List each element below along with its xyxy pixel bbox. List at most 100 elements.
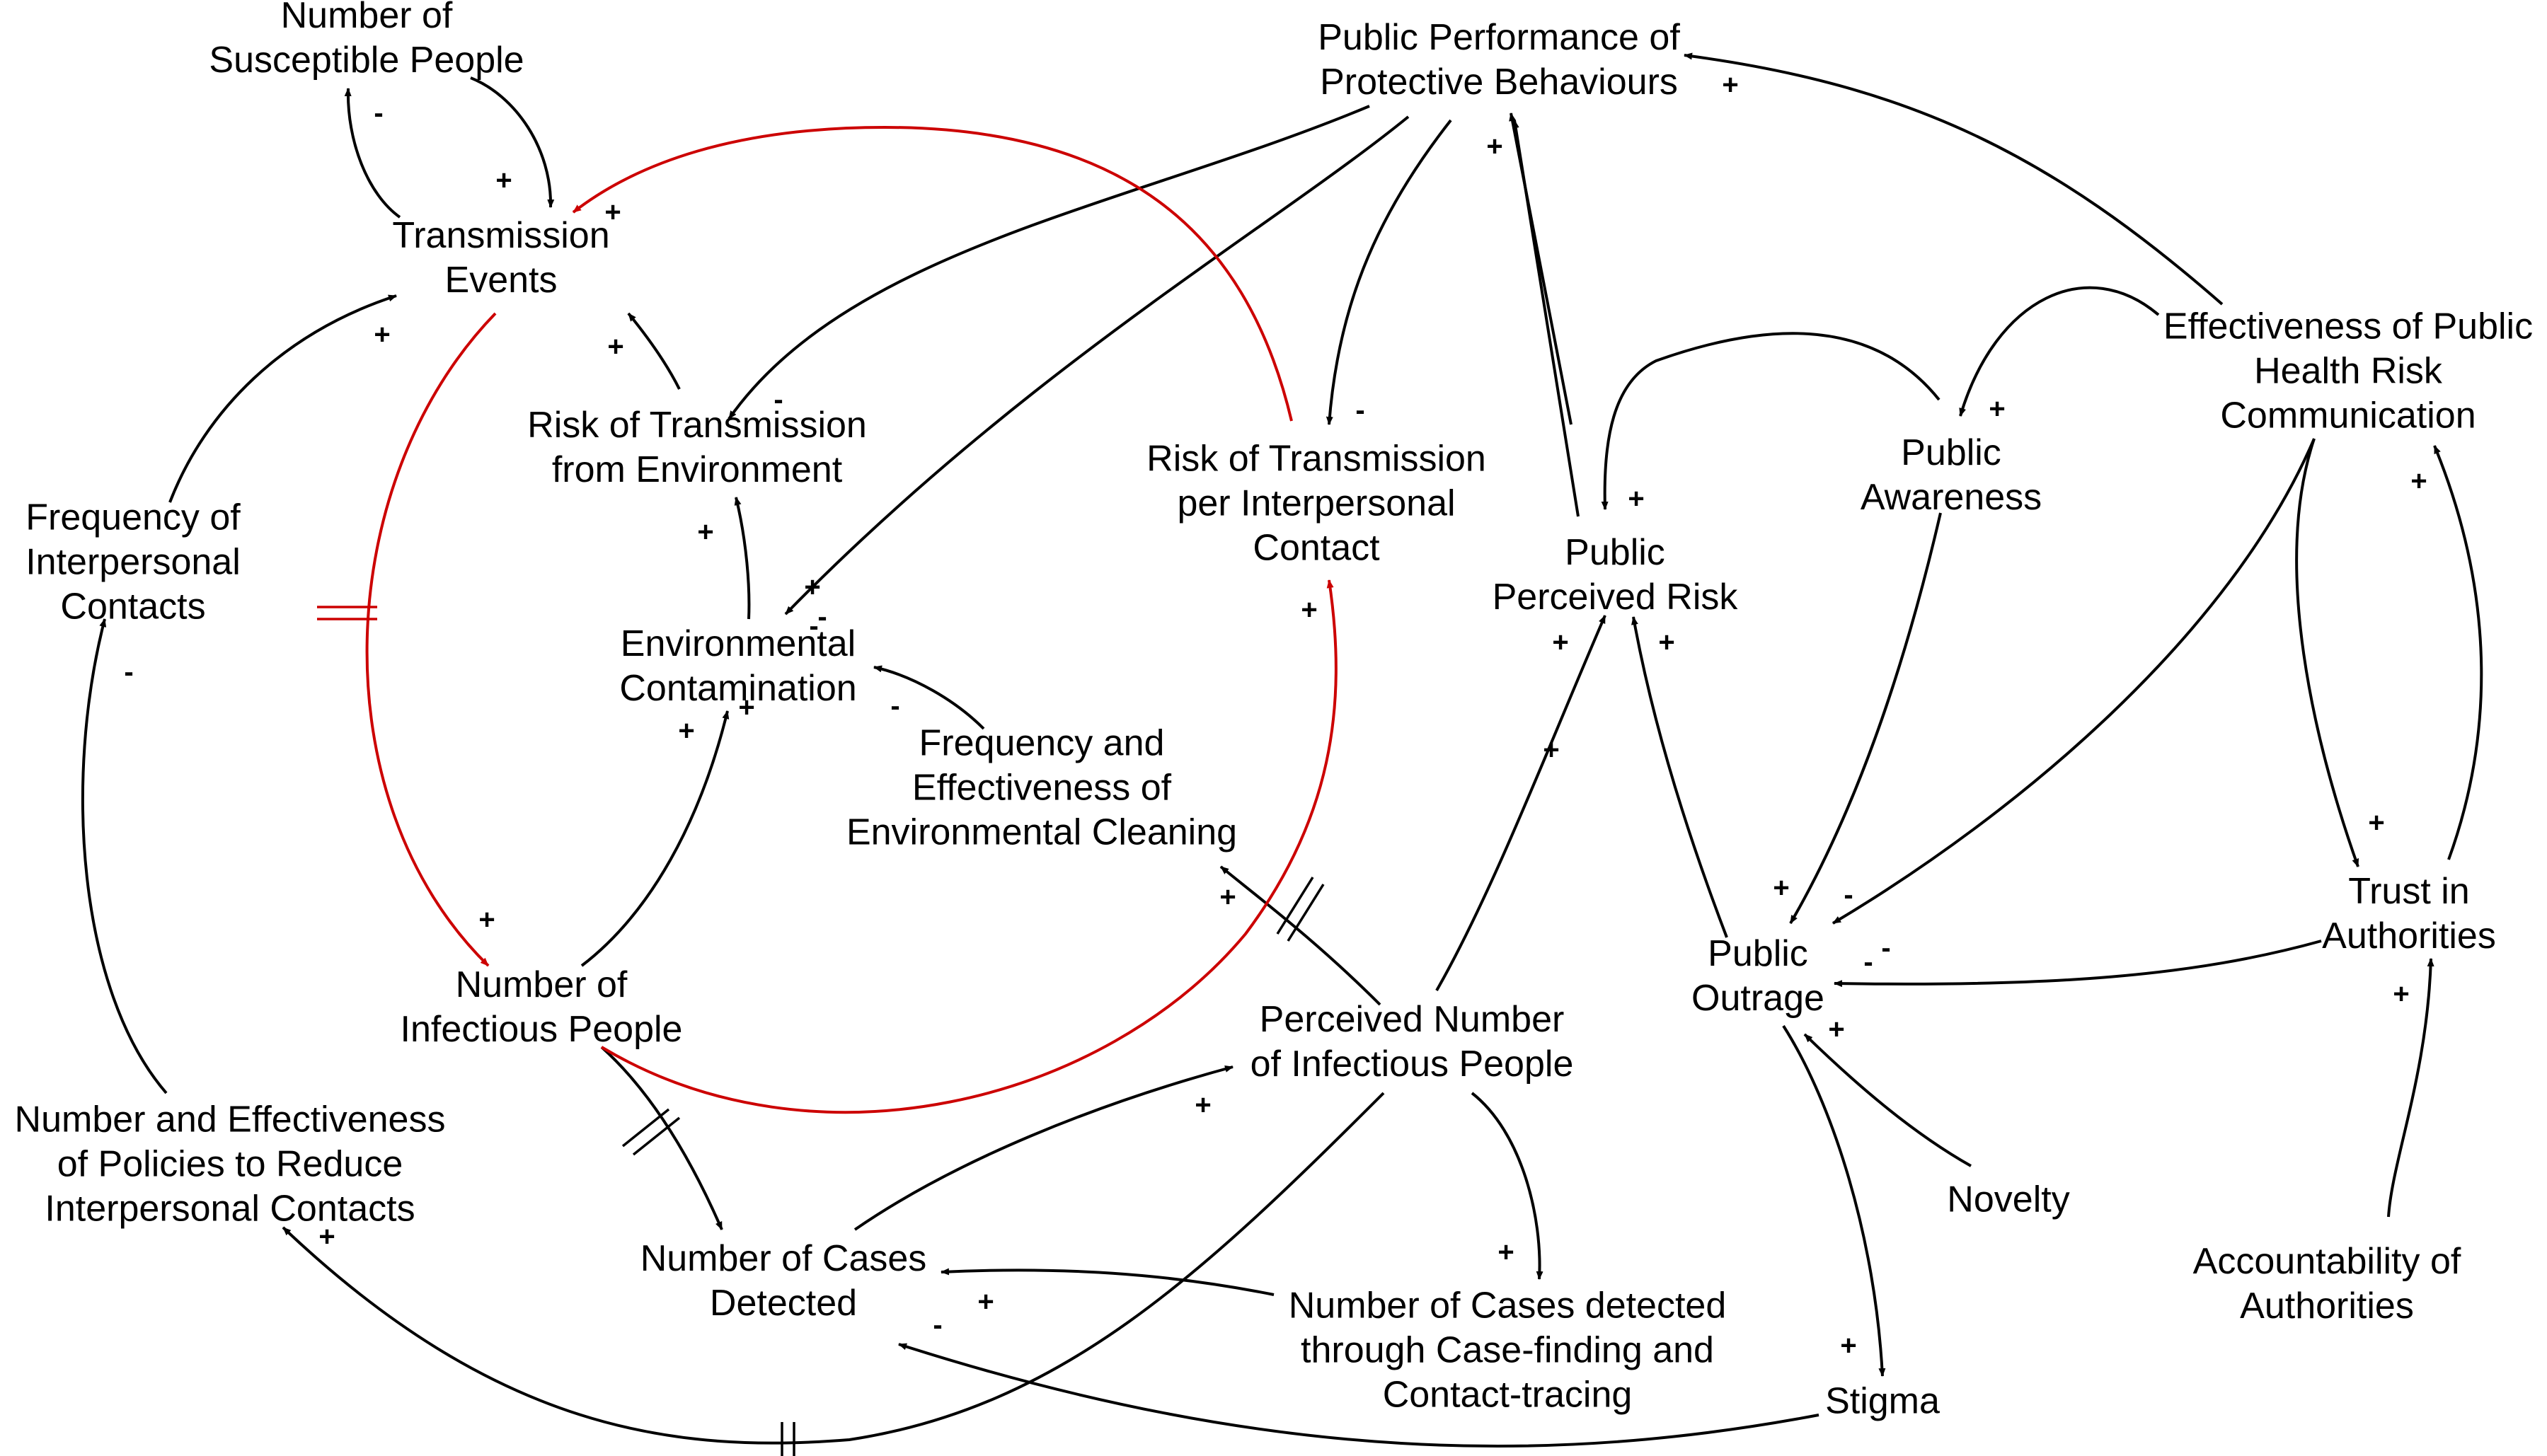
- polarity-sign: +: [1989, 393, 2006, 424]
- polarity-sign: +: [374, 319, 391, 350]
- delay-mark-infectious-cases: [621, 1108, 670, 1148]
- polarity-sign: +: [2368, 807, 2385, 838]
- polarity-sign: +: [1552, 627, 1569, 658]
- polarity-sign: +: [1543, 734, 1560, 765]
- polarity-sign: -: [124, 657, 134, 688]
- polarity-sign: -: [1863, 947, 1873, 978]
- link-communication-to-protective: [1684, 52, 2224, 306]
- polarity-sign: -: [890, 691, 900, 722]
- link-novelty-to-outrage: [1803, 1033, 1972, 1167]
- link-perceived-to-perceivedrisk: [1435, 615, 1606, 991]
- delay-mark-perceived-cleaning: [1276, 877, 1314, 935]
- polarity-sign: +: [1828, 1014, 1845, 1045]
- link-cleaning-to-contamination: [873, 665, 985, 730]
- polarity-sign: +: [604, 197, 621, 228]
- polarity-sign: -: [774, 384, 783, 415]
- link-trust-to-outrage: [1834, 940, 2322, 988]
- polarity-sign: +: [738, 692, 755, 723]
- node-perceived-number-of-infectious-people: Perceived Number of Infectious People: [1250, 999, 1574, 1085]
- link-communication-to-awareness: [1959, 286, 2160, 417]
- delay-mark-perceived-cleaning: [1287, 884, 1325, 942]
- node-stigma: Stigma: [1825, 1380, 1940, 1422]
- node-frequency-of-interpersonal-contacts: Frequency of Interpersonal Contacts: [25, 497, 241, 628]
- link-trust-to-communication: [2433, 445, 2483, 860]
- node-risk-of-transmission-from-environment: Risk of Transmission from Environment: [527, 405, 867, 490]
- polarity-sign: +: [478, 904, 495, 935]
- polarity-sign: +: [1195, 1090, 1212, 1121]
- link-outrage-to-stigma: [1782, 1024, 1886, 1377]
- link-communication-to-outrage: [1832, 438, 2316, 925]
- link-transmission-to-susceptible: [344, 88, 401, 219]
- polarity-sign: -: [1844, 879, 1853, 911]
- polarity-sign: +: [1658, 627, 1675, 658]
- link-infectious-to-contamination: [580, 710, 730, 967]
- loop-infectious-to-riskinterpersonal: [600, 579, 1338, 1114]
- node-trust-in-authorities: Trust in Authorities: [2322, 871, 2496, 957]
- node-public-perceived-risk: Public Perceived Risk: [1492, 532, 1738, 618]
- polarity-sign: +: [1301, 594, 1318, 625]
- link-perceived-to-casefinding: [1471, 1092, 1543, 1280]
- node-transmission-events: Transmission Events: [392, 215, 610, 301]
- node-number-and-effectiveness-of-policies: Number and Effectiveness of Policies to …: [14, 1099, 446, 1230]
- link-casefinding-to-cases: [941, 1268, 1275, 1296]
- loop-riskinterpersonal-to-transmission: [572, 125, 1293, 422]
- link-protective-to-riskinterpersonal: [1326, 119, 1452, 425]
- link-cases-to-perceived: [853, 1065, 1234, 1231]
- link-contamination-to-riskenv: [734, 497, 751, 620]
- link-awareness-to-outrage: [1789, 512, 1942, 925]
- node-effectiveness-of-public-health-risk-communication: Effectiveness of Public Health Risk Comm…: [2163, 306, 2534, 437]
- polarity-sign: +: [1219, 882, 1236, 913]
- node-number-of-susceptible-people: Number of Susceptible People: [209, 0, 524, 81]
- polarity-sign: +: [678, 715, 695, 746]
- node-accountability-of-authorities: Accountability of Authorities: [2192, 1241, 2461, 1327]
- node-frequency-and-effectiveness-of-environmental-cleaning: Frequency and Effectiveness of Environme…: [846, 722, 1238, 853]
- link-infectious-to-cases: [600, 1046, 723, 1230]
- node-public-awareness: Public Awareness: [1860, 432, 2042, 518]
- link-protective-to-contamination: [784, 115, 1410, 616]
- link-policies-to-contacts: [81, 618, 168, 1094]
- node-public-outrage: Public Outrage: [1691, 933, 1824, 1019]
- link-communication-to-trust: [2295, 438, 2359, 867]
- node-public-performance-of-protective-behaviours: Public Performance of Protective Behavio…: [1318, 17, 1680, 103]
- link-stigma-to-cases: [898, 1343, 1819, 1448]
- link-riskenv-to-transmission: [627, 312, 681, 390]
- link-protective-to-riskenv: [728, 105, 1370, 420]
- node-number-of-cases-detected-through-case-finding: Number of Cases detected through Case-fi…: [1288, 1285, 1727, 1416]
- polarity-sign: +: [697, 516, 714, 548]
- polarity-sign: +: [804, 572, 821, 603]
- polarity-sign: -: [1355, 395, 1365, 426]
- link-awareness-to-perceivedrisk: [1601, 332, 1941, 510]
- node-risk-of-transmission-per-interpersonal-contact: Risk of Transmission per Interpersonal C…: [1146, 438, 1486, 569]
- polarity-sign: +: [1486, 131, 1503, 162]
- polarity-sign: +: [607, 331, 624, 362]
- polarity-sign: +: [1773, 872, 1790, 903]
- node-environmental-contamination: Environmental Contamination: [619, 623, 857, 709]
- polarity-sign: +: [1722, 69, 1739, 100]
- polarity-sign: +: [1840, 1330, 1857, 1361]
- link-perceived-to-policies: [282, 1092, 1385, 1445]
- polarity-sign: -: [809, 611, 819, 642]
- polarity-sign: -: [1881, 932, 1891, 964]
- link-susceptible-to-transmission: [470, 76, 555, 208]
- link-accountability-to-trust: [2387, 958, 2434, 1218]
- polarity-sign: +: [1497, 1237, 1514, 1268]
- polarity-sign: +: [495, 165, 512, 196]
- polarity-sign: -: [817, 601, 827, 632]
- loop-transmission-to-infectious: [365, 312, 497, 967]
- delay-mark-infectious-cases: [632, 1116, 681, 1156]
- polarity-sign: +: [318, 1221, 335, 1252]
- node-novelty: Novelty: [1947, 1179, 2070, 1220]
- link-outrage-to-perceivedrisk: [1631, 616, 1728, 938]
- polarity-sign: -: [374, 98, 384, 129]
- polarity-sign: -: [933, 1310, 943, 1341]
- link-perceivedrisk-to-protective: [1509, 112, 1573, 425]
- polarity-sign: +: [1628, 483, 1645, 514]
- polarity-sign: +: [2393, 978, 2410, 1010]
- polarity-sign: +: [977, 1286, 994, 1317]
- link-contacts-to-transmission: [168, 294, 397, 503]
- polarity-sign: +: [2410, 466, 2427, 497]
- link-perceived-to-cleaning: [1219, 865, 1381, 1006]
- node-number-of-infectious-people: Number of Infectious People: [400, 964, 683, 1050]
- node-number-of-cases-detected: Number of Cases Detected: [640, 1238, 927, 1324]
